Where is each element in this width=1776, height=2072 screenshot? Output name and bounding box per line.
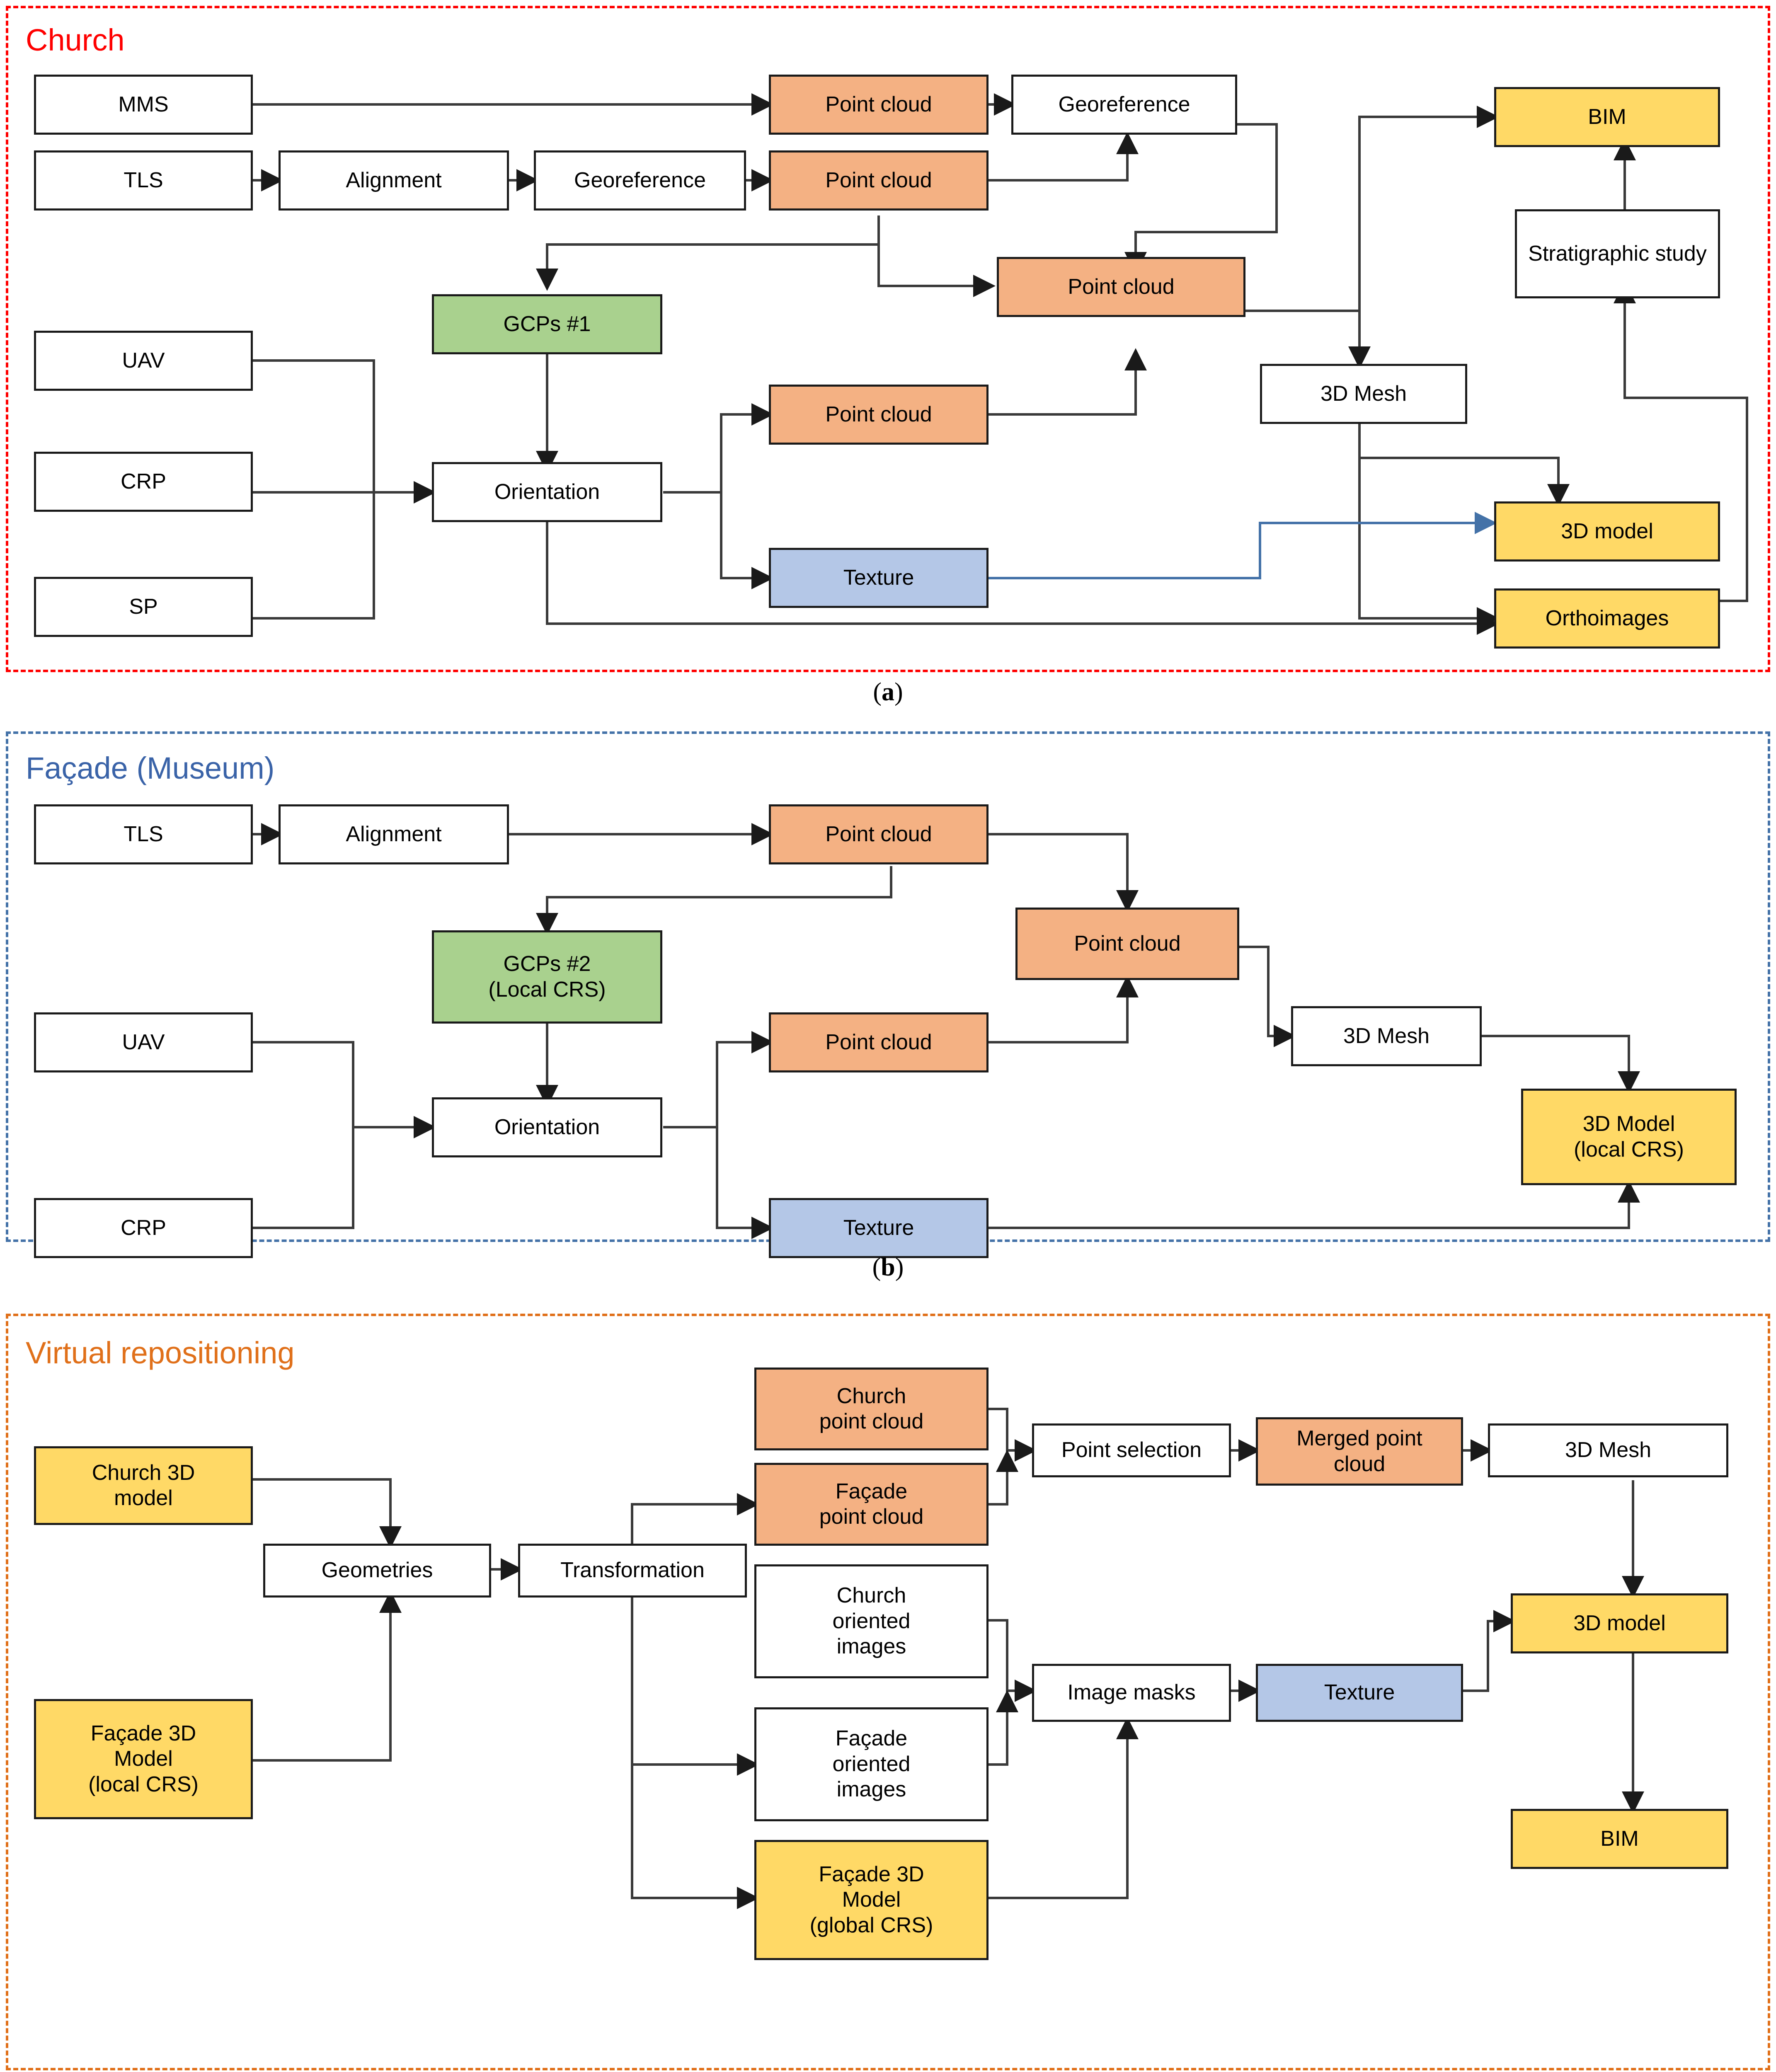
panel-church: Church — [0, 0, 1776, 706]
node-church-point-cloud-mms[interactable]: Point cloud — [769, 75, 989, 135]
caption-b: (b) — [872, 1253, 904, 1281]
panel-facade-title: Façade (Museum) — [26, 751, 275, 785]
node-facade-texture[interactable]: Texture — [769, 1198, 989, 1258]
node-virtual-3d-mesh[interactable]: 3D Mesh — [1488, 1423, 1728, 1477]
node-facade-point-cloud-tls[interactable]: Point cloud — [769, 804, 989, 864]
node-facade-alignment[interactable]: Alignment — [279, 804, 509, 864]
node-church-tls[interactable]: TLS — [34, 150, 253, 211]
panel-facade: Façade (Museum) — [0, 731, 1776, 1299]
node-church-point-cloud-tls[interactable]: Point cloud — [769, 150, 989, 211]
virtual-connectors — [253, 1408, 1644, 1909]
node-virtual-facade-point-cloud[interactable]: Façade point cloud — [754, 1463, 989, 1546]
node-church-3d-mesh[interactable]: 3D Mesh — [1260, 364, 1467, 424]
node-church-alignment[interactable]: Alignment — [279, 150, 509, 211]
node-facade-crp[interactable]: CRP — [34, 1198, 253, 1258]
node-virtual-3d-model[interactable]: 3D model — [1511, 1593, 1728, 1653]
facade-connectors — [253, 823, 1640, 1239]
caption-a: (a) — [873, 678, 903, 706]
node-facade-3d-mesh[interactable]: 3D Mesh — [1291, 1006, 1482, 1066]
node-virtual-church-point-cloud[interactable]: Church point cloud — [754, 1368, 989, 1450]
node-virtual-facade-oriented-images[interactable]: Façade oriented images — [754, 1707, 989, 1821]
node-virtual-facade-3d-model[interactable]: Façade 3D Model (local CRS) — [34, 1699, 253, 1819]
panel-church-title: Church — [26, 23, 125, 57]
node-virtual-facade-3d-model-global[interactable]: Façade 3D Model (global CRS) — [754, 1840, 989, 1960]
node-virtual-image-masks[interactable]: Image masks — [1032, 1664, 1231, 1722]
node-virtual-texture[interactable]: Texture — [1256, 1664, 1463, 1722]
node-virtual-bim[interactable]: BIM — [1511, 1809, 1728, 1869]
node-facade-gcps-2[interactable]: GCPs #2 (Local CRS) — [432, 930, 662, 1024]
church-connectors — [253, 93, 1748, 635]
node-church-crp[interactable]: CRP — [34, 452, 253, 512]
node-virtual-merged-point-cloud[interactable]: Merged point cloud — [1256, 1417, 1463, 1486]
node-church-georeference-2[interactable]: Georeference — [1011, 75, 1237, 135]
node-church-orthoimages[interactable]: Orthoimages — [1494, 588, 1720, 649]
node-church-point-cloud-merged[interactable]: Point cloud — [997, 257, 1245, 317]
panel-virtual: Virtual repositioning — [0, 1314, 1776, 2072]
panel-virtual-title: Virtual repositioning — [26, 1336, 295, 1370]
node-church-uav[interactable]: UAV — [34, 331, 253, 391]
node-virtual-point-selection[interactable]: Point selection — [1032, 1423, 1231, 1477]
node-church-orientation[interactable]: Orientation — [432, 462, 662, 522]
node-church-bim[interactable]: BIM — [1494, 87, 1720, 147]
node-church-gcps-1[interactable]: GCPs #1 — [432, 294, 662, 354]
node-facade-point-cloud-photo[interactable]: Point cloud — [769, 1012, 989, 1072]
node-virtual-transformation[interactable]: Transformation — [518, 1544, 747, 1598]
node-church-mms[interactable]: MMS — [34, 75, 253, 135]
node-church-georeference-1[interactable]: Georeference — [534, 150, 746, 211]
node-church-texture[interactable]: Texture — [769, 548, 989, 608]
node-virtual-church-oriented-images[interactable]: Church oriented images — [754, 1564, 989, 1678]
node-facade-uav[interactable]: UAV — [34, 1012, 253, 1072]
node-facade-3d-model[interactable]: 3D Model (local CRS) — [1521, 1089, 1737, 1185]
node-church-stratigraphic-study[interactable]: Stratigraphic study — [1515, 209, 1720, 298]
node-church-3d-model[interactable]: 3D model — [1494, 501, 1720, 562]
node-church-point-cloud-photo[interactable]: Point cloud — [769, 385, 989, 445]
node-virtual-geometries[interactable]: Geometries — [263, 1544, 491, 1598]
node-facade-orientation[interactable]: Orientation — [432, 1097, 662, 1157]
node-virtual-church-3d-model[interactable]: Church 3D model — [34, 1446, 253, 1525]
node-facade-point-cloud-merged[interactable]: Point cloud — [1015, 908, 1239, 980]
node-facade-tls[interactable]: TLS — [34, 804, 253, 864]
node-church-sp[interactable]: SP — [34, 577, 253, 637]
